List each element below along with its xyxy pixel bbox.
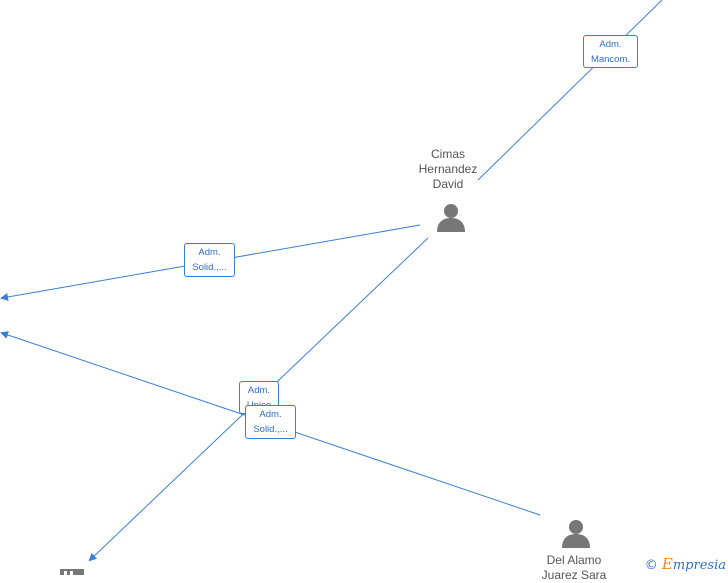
edge-label-adm-solid-bottom[interactable]: Adm. Solid.,... (245, 405, 296, 439)
edge-label-line1: Adm. (198, 247, 221, 258)
edge-label-line2: Solid.,... (192, 262, 227, 273)
node-name-line1: Cimas (430, 147, 465, 161)
copyright-symbol: © (644, 558, 658, 573)
node-name-line2: Hernandez (418, 162, 478, 176)
edge-label-line2: Solid.,... (253, 424, 288, 435)
person-icon[interactable] (561, 518, 591, 548)
node-name-line3: David (432, 177, 464, 191)
edge-label-adm-solid-top[interactable]: Adm. Solid.,... (184, 243, 235, 277)
node-name-cimas[interactable]: Cimas Hernandez David (408, 147, 488, 192)
edge-line-mancom (477, 0, 663, 181)
company-icon[interactable] (60, 569, 84, 575)
edge-label-line1: Adm. (259, 409, 282, 420)
node-name-line2: Juarez Sara (541, 568, 607, 582)
edge-label-line2: Mancom. (590, 54, 631, 65)
empresia-watermark: © Empresia (645, 555, 726, 573)
edge-label-line1: Adm. (247, 385, 271, 396)
brand-initial: E (661, 555, 673, 573)
edge-label-line1: Adm. (599, 39, 622, 50)
node-name-line1: Del Alamo (546, 553, 602, 567)
person-icon[interactable] (436, 202, 466, 232)
edge-label-adm-mancom[interactable]: Adm. Mancom. (583, 35, 638, 68)
node-name-delalamo[interactable]: Del Alamo Juarez Sara (533, 553, 615, 583)
brand-name: mpresia (672, 558, 726, 573)
